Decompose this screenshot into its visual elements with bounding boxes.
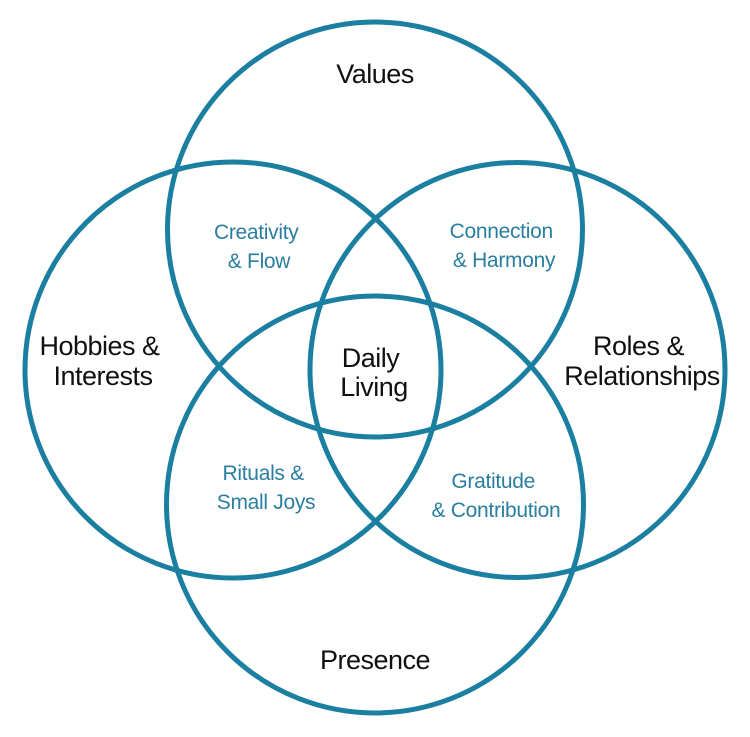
label-gratitude-contribution: Gratitude & Contribution bbox=[432, 470, 561, 522]
label-presence: Presence bbox=[320, 645, 430, 675]
label-creativity-flow: Creativity & Flow bbox=[214, 221, 304, 273]
label-values: Values bbox=[336, 59, 414, 89]
label-daily-living: Daily Living bbox=[340, 343, 408, 402]
circle-values bbox=[165, 19, 585, 440]
label-hobbies-interests: Hobbies & Interests bbox=[39, 331, 166, 391]
label-connection-harmony: Connection & Harmony bbox=[450, 220, 559, 272]
circle-roles-relationships bbox=[307, 160, 728, 580]
circle-presence bbox=[164, 293, 586, 716]
circle-hobbies-interests bbox=[22, 159, 444, 581]
label-rituals-small-joys: Rituals & Small Joys bbox=[217, 462, 316, 514]
label-roles-relationships: Roles & Relationships bbox=[564, 331, 720, 391]
